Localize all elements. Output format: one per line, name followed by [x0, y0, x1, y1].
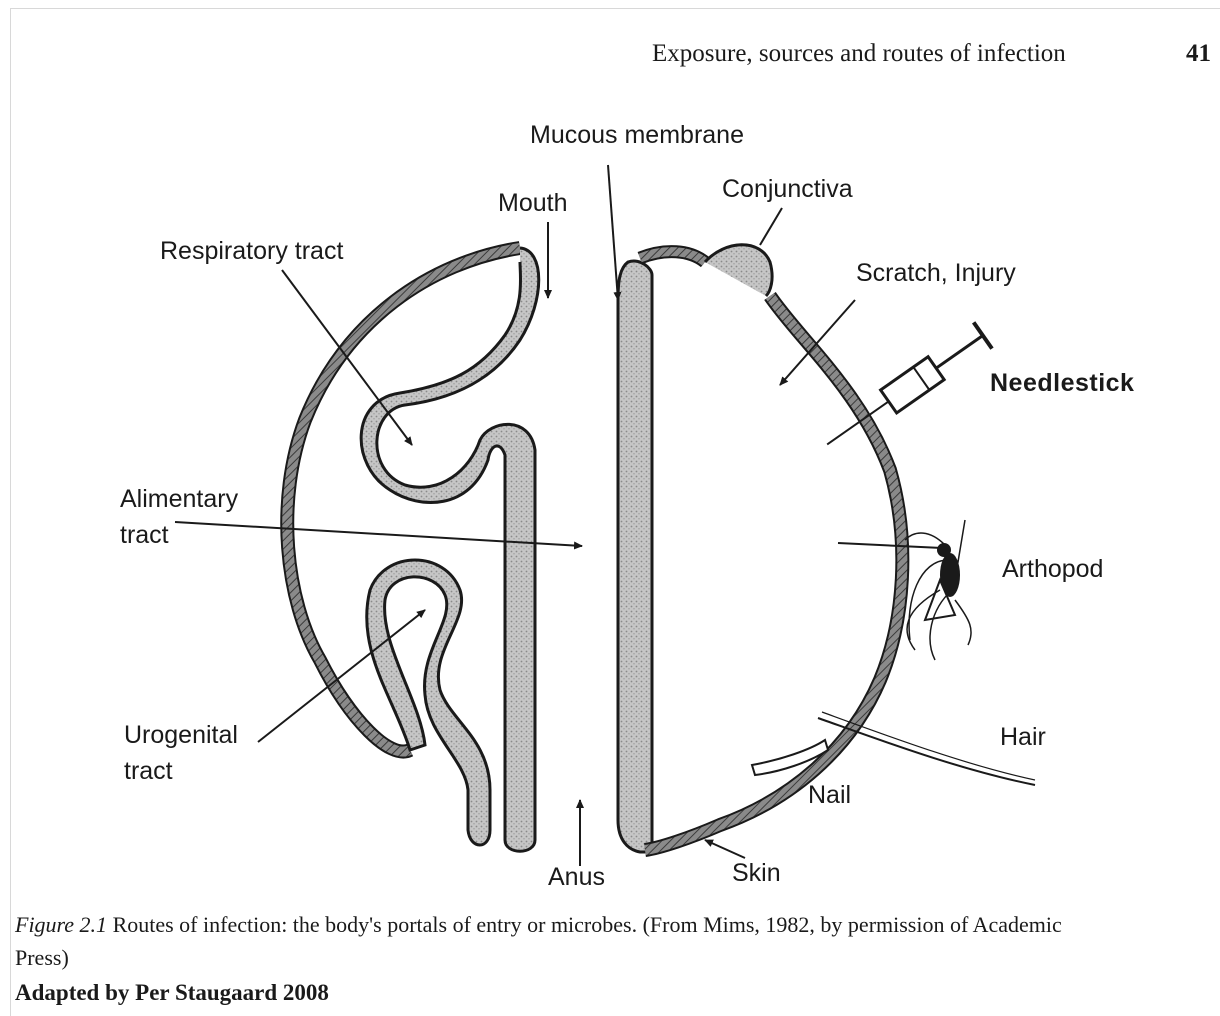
label-respiratory-tract: Respiratory tract: [160, 234, 343, 268]
caption-figure-number: Figure 2.1: [15, 912, 107, 937]
mucous-membrane-strip: [618, 261, 652, 852]
label-alimentary-line1: Alimentary: [120, 482, 238, 516]
label-anus: Anus: [548, 860, 605, 894]
label-arthopod: Arthopod: [1002, 552, 1103, 586]
label-mucous-membrane: Mucous membrane: [530, 118, 744, 152]
label-hair: Hair: [1000, 720, 1046, 754]
label-alimentary-line2: tract: [120, 518, 169, 552]
label-mouth: Mouth: [498, 186, 567, 220]
left-body-half: [287, 248, 539, 851]
label-nail: Nail: [808, 778, 851, 812]
label-needlestick: Needlestick: [990, 366, 1134, 400]
label-conjunctiva: Conjunctiva: [722, 172, 853, 206]
respiratory-tract-tube: [361, 248, 539, 851]
label-skin: Skin: [732, 856, 781, 890]
right-body-half: [618, 245, 902, 852]
label-urogenital-line1: Urogenital: [124, 718, 238, 752]
caption-text: Routes of infection: the body's portals …: [15, 912, 1062, 970]
figure-caption: Figure 2.1 Routes of infection: the body…: [15, 908, 1075, 974]
urogenital-tract-tube: [367, 560, 490, 845]
adaptation-credit: Adapted by Per Staugaard 2008: [15, 980, 329, 1006]
label-urogenital-line2: tract: [124, 754, 173, 788]
label-scratch-injury: Scratch, Injury: [856, 256, 1016, 290]
conjunctiva-bump: [705, 245, 772, 296]
